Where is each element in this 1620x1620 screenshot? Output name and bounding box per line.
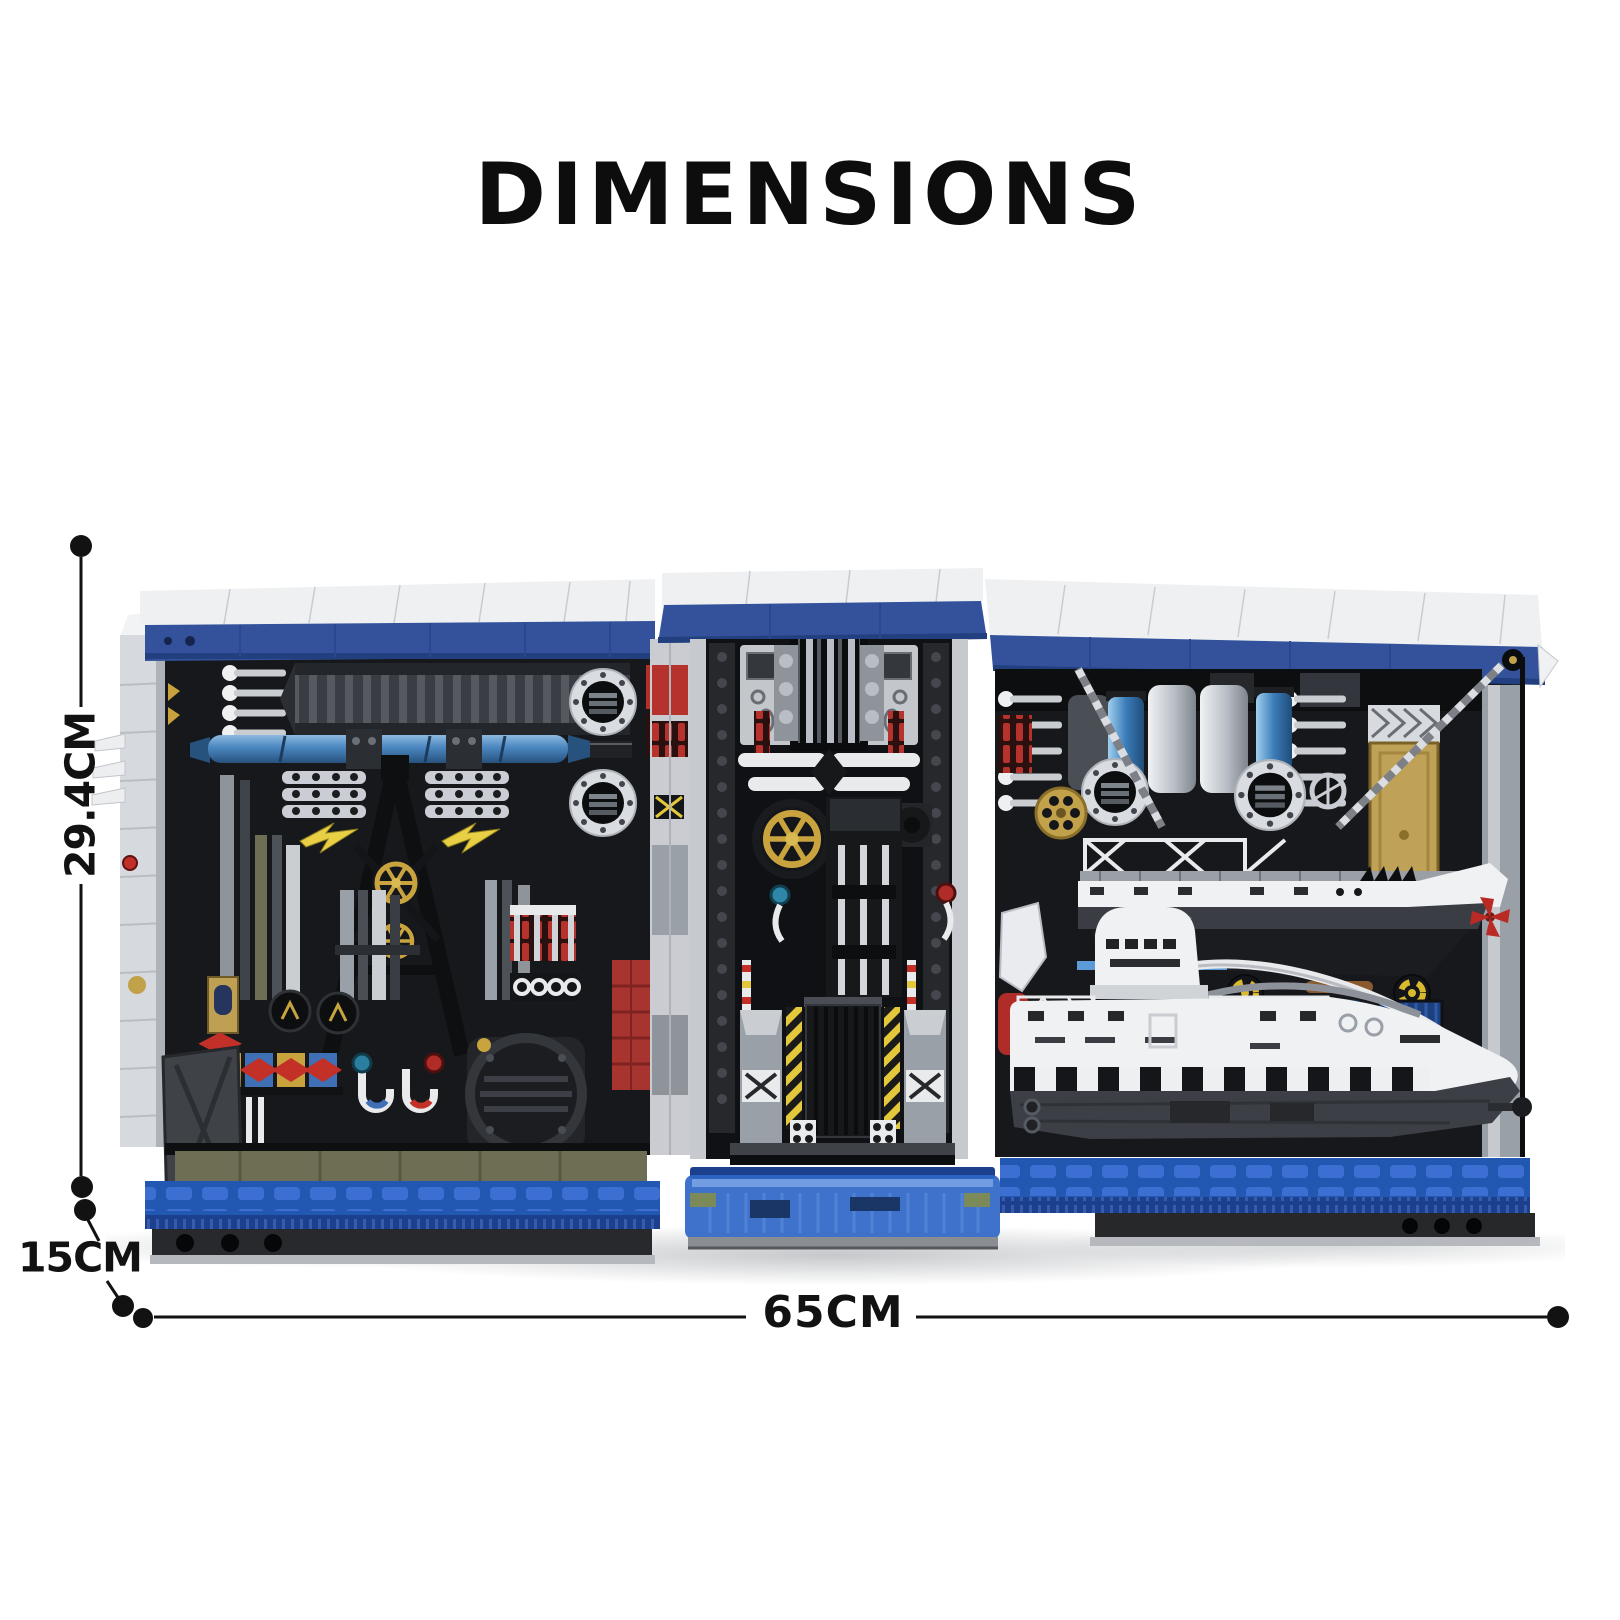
left-base [145,1151,660,1264]
hazard-stripe [786,1007,802,1129]
left-fascia [145,621,655,661]
left-fins [91,733,126,806]
dimension-endpoint-dot [70,535,92,557]
porthole [1081,758,1149,826]
porthole [1233,758,1307,832]
piston-rows [282,771,509,818]
center-machine-room [658,568,1000,1250]
pipe-cluster [220,775,530,1000]
hoist-chains [1074,662,1505,830]
center-fascia [658,601,987,643]
product-image [91,568,1559,1264]
red-grille [998,715,1032,773]
fan-vent [465,1033,587,1155]
page-title: DIMENSIONS [474,145,1146,245]
round-gauges [268,989,360,1035]
depth-dimension-label: 15CM [18,1233,143,1282]
blue-pipe [190,729,590,769]
column-vent [510,905,576,961]
window-brick [207,976,239,1034]
hazard-stripe [884,1007,900,1129]
red-signal-light [122,855,138,871]
center-roof [662,568,983,606]
quatrefoil-block [790,1120,816,1146]
organ-pipes [774,639,884,751]
right-roof [985,579,1542,647]
right-submarine-dock [985,579,1559,1246]
porthole [569,668,637,736]
water-basin [685,1167,1000,1250]
quatrefoil-block [870,1120,896,1146]
gold-pulley [1034,786,1088,840]
height-dimension-label: 29.4CM [56,711,105,879]
width-dimension-label: 65CM [762,1287,904,1338]
checker-waterline [1010,1067,1430,1091]
porthole [569,769,637,837]
valve-pipes [351,1052,445,1113]
right-base [1000,1158,1540,1246]
small-valves [769,882,957,943]
crossbars [738,749,920,795]
red-propeller [1470,897,1510,937]
valve-wheel [1309,772,1347,810]
ring-row [510,973,581,1001]
left-machinery-wall [91,579,680,1264]
center-door [804,997,882,1138]
divider-pillar [650,639,694,1155]
central-pistons [826,797,902,997]
piston-towers [740,1010,946,1145]
red-brick-column [612,960,650,1090]
large-submarine [998,901,1532,1139]
